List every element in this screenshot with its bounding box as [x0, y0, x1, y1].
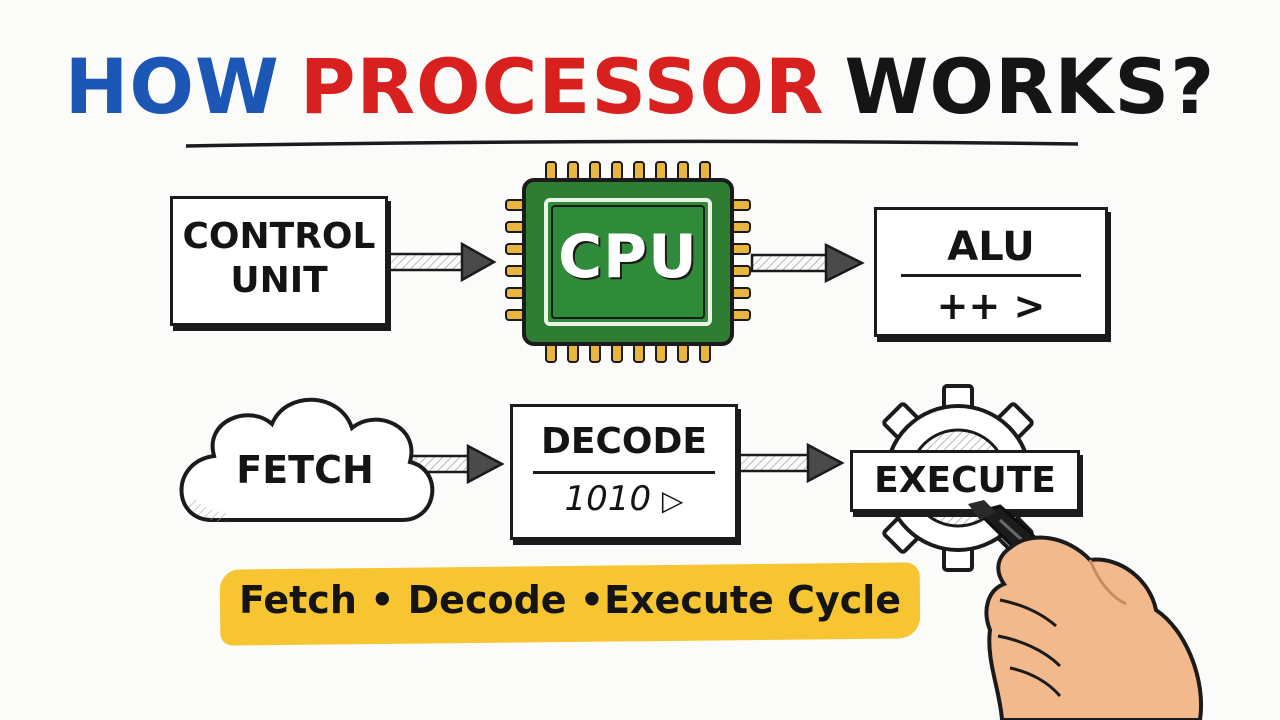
alu-label: ALU	[947, 224, 1035, 270]
title-part-how: HOW	[64, 42, 280, 131]
title-underline	[185, 139, 1079, 148]
control-unit-box: CONTROL UNIT	[170, 196, 388, 326]
cloud-icon	[179, 397, 435, 523]
cycle-caption: Fetch • Decode •Execute Cycle	[238, 578, 902, 622]
control-unit-label-line2: UNIT	[230, 260, 328, 301]
arrow-right-icon	[736, 442, 845, 484]
cpu-chip-icon	[505, 161, 751, 363]
decode-bits: 1010	[564, 479, 652, 519]
fetch-label: FETCH	[236, 448, 374, 492]
decode-box: DECODE 1010 ▷	[510, 404, 738, 540]
decode-divider	[533, 471, 715, 474]
control-unit-label-line1: CONTROL	[182, 216, 376, 257]
title-part-works: WORKS?	[844, 42, 1216, 131]
execute-box: EXECUTE	[850, 450, 1080, 512]
cpu-label: CPU	[558, 222, 698, 292]
execute-label: EXECUTE	[874, 460, 1056, 501]
alu-ops: ++ >	[936, 284, 1046, 328]
title-part-processor: PROCESSOR	[299, 42, 825, 131]
play-triangle-icon: ▷	[661, 484, 684, 517]
decode-label: DECODE	[541, 421, 707, 462]
arrow-right-icon	[384, 241, 497, 283]
alu-box: ALU ++ >	[874, 207, 1108, 337]
alu-divider	[901, 274, 1081, 277]
arrow-right-icon	[750, 242, 865, 284]
